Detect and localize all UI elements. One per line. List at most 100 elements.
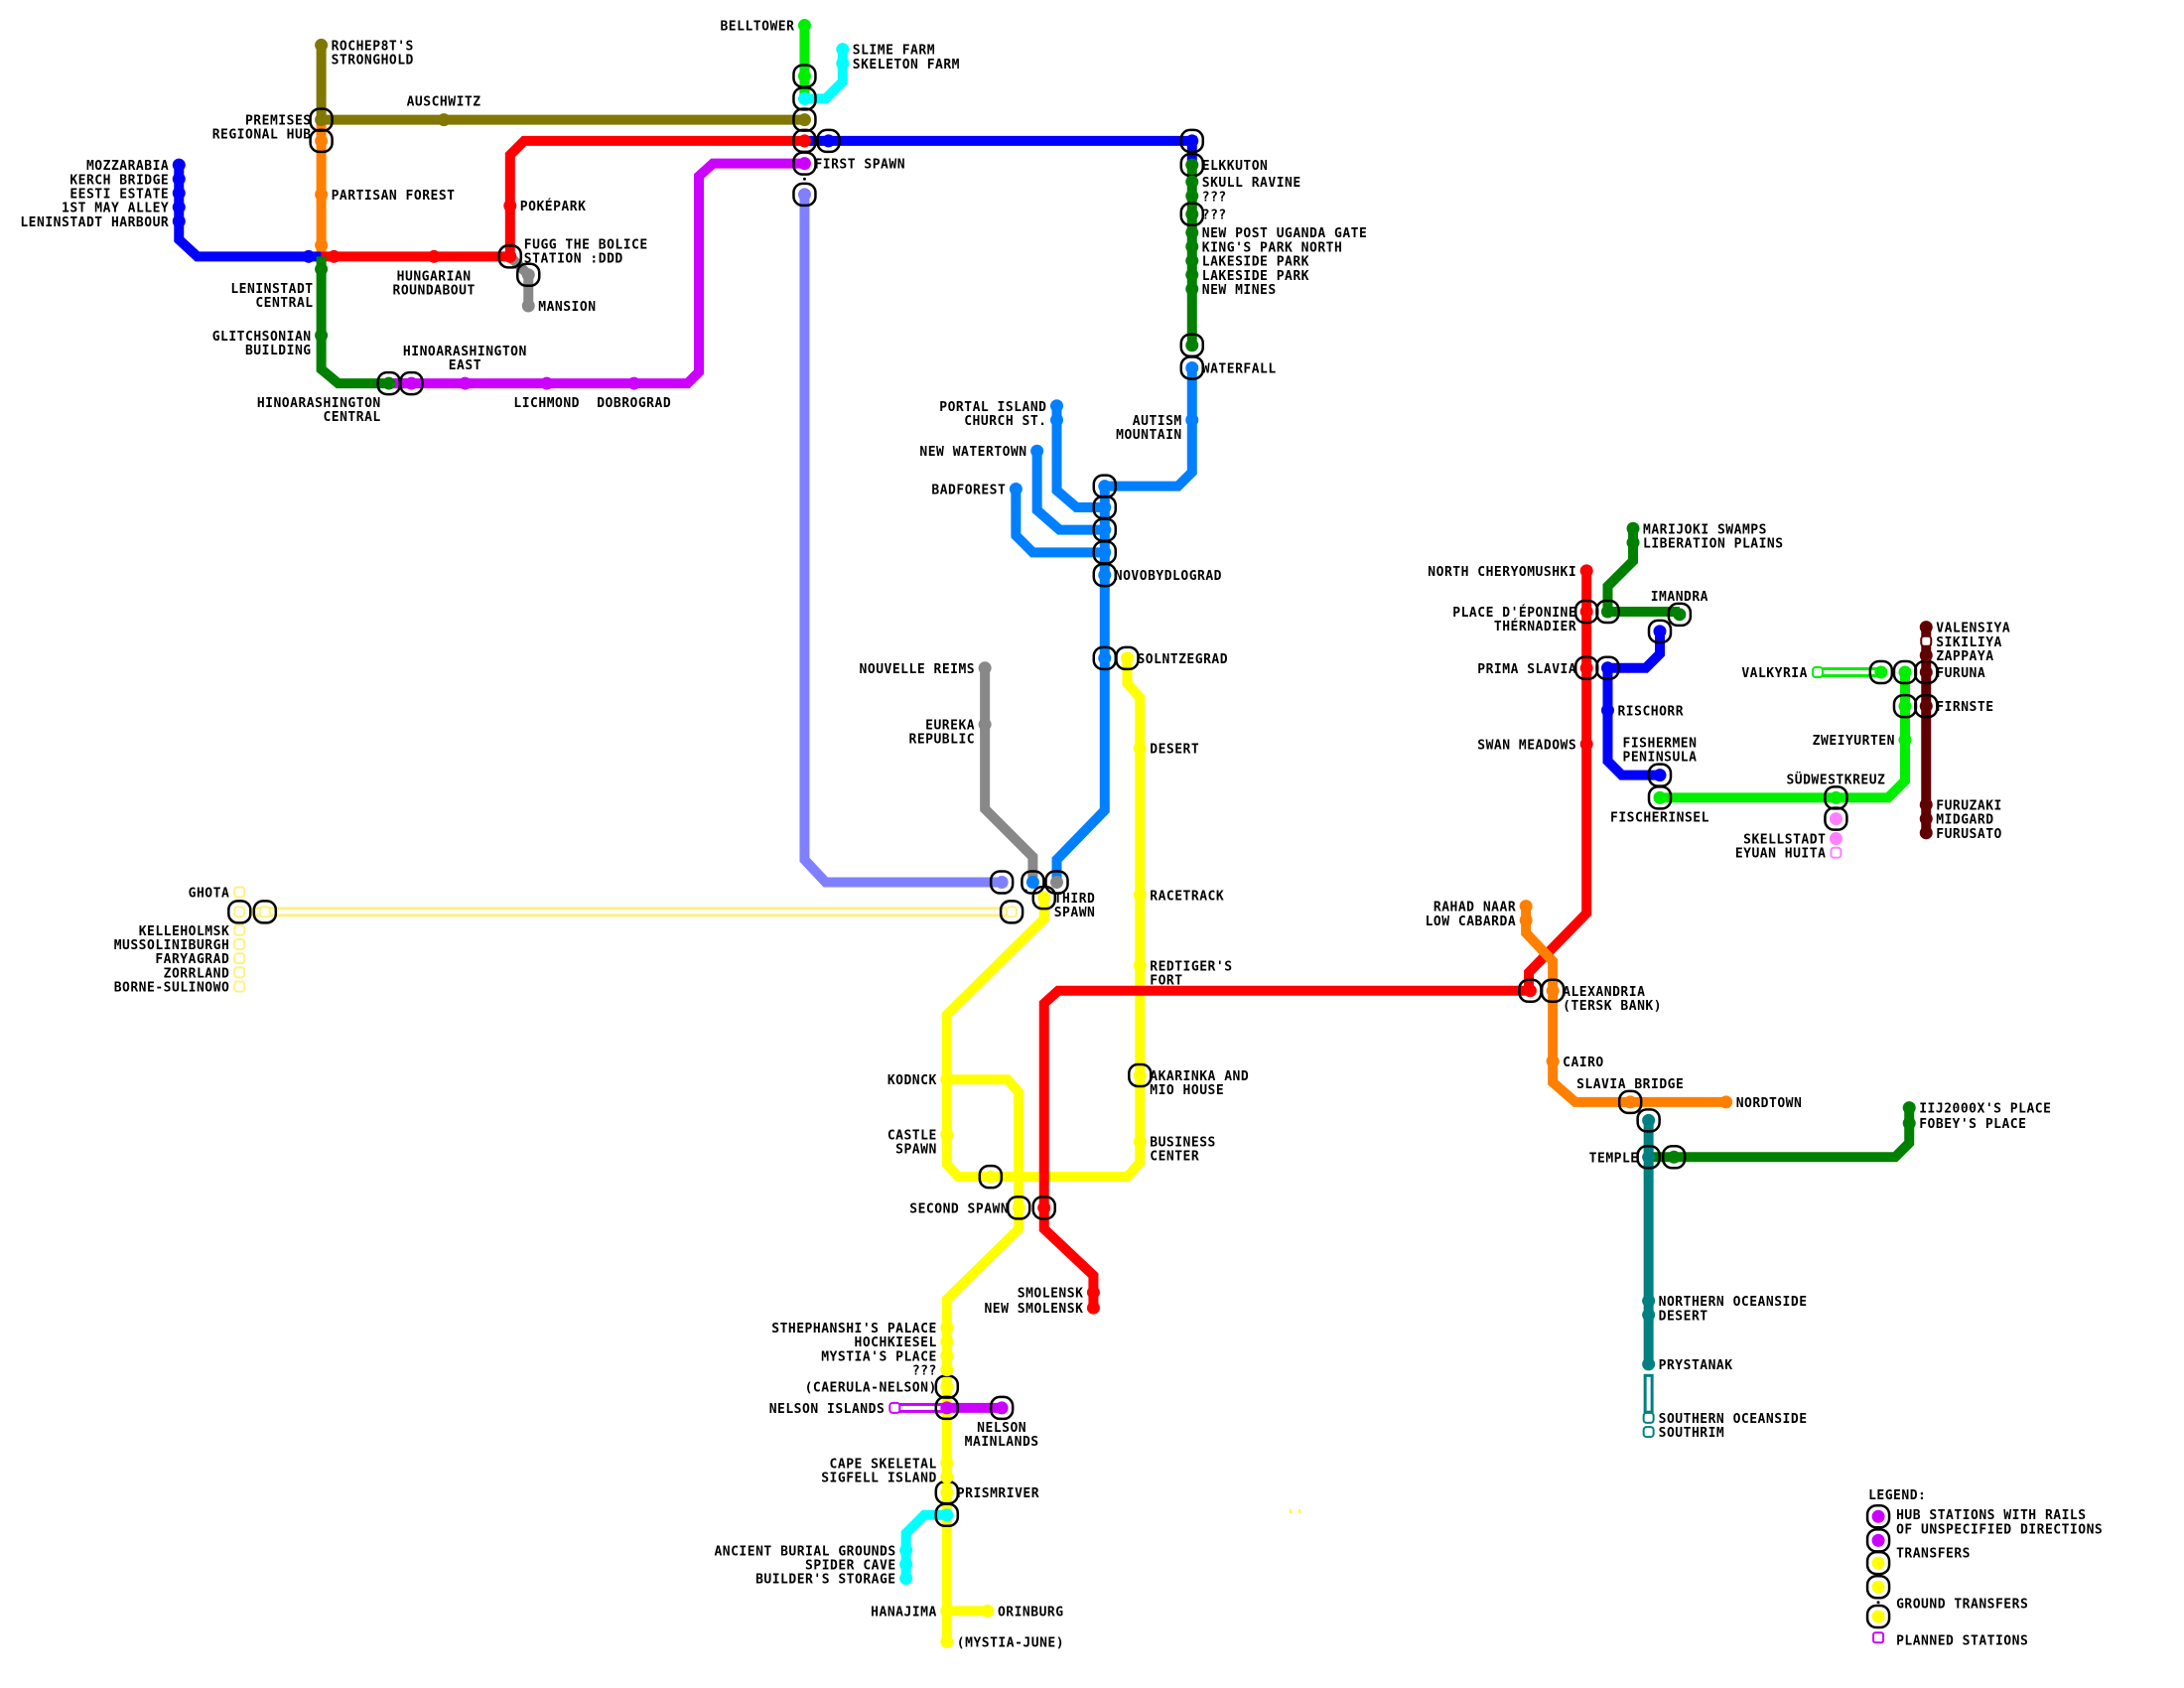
station-mayalley[interactable]	[172, 201, 186, 214]
station-castle1[interactable]	[940, 1128, 954, 1142]
station-stephanshi[interactable]	[940, 1321, 954, 1335]
station-fugg1[interactable]	[503, 249, 517, 263]
station-hochkiesel[interactable]	[940, 1335, 954, 1348]
station-newsmolensk[interactable]	[1086, 1301, 1100, 1315]
station-akarinka1[interactable]	[1133, 1068, 1147, 1082]
station-sudwest[interactable]	[1829, 790, 1843, 804]
station-desert[interactable]	[1133, 742, 1147, 756]
station-slavia[interactable]	[1623, 1095, 1637, 1109]
station-lakeside2[interactable]	[1185, 268, 1199, 282]
station-node[interactable]	[797, 113, 811, 127]
station-temple[interactable]	[1642, 1150, 1656, 1164]
station-solntze[interactable]	[1120, 651, 1134, 665]
station-fishermen1[interactable]	[1653, 769, 1667, 782]
station-third1[interactable]	[1037, 891, 1051, 905]
station-eesti[interactable]	[172, 186, 186, 200]
station-desert2[interactable]	[1642, 1308, 1656, 1322]
station-zappaya[interactable]	[1919, 648, 1933, 662]
station-zorrland-planned[interactable]	[233, 966, 246, 979]
station-hungarian1[interactable]	[427, 249, 441, 263]
station-kerch[interactable]	[172, 172, 186, 186]
station-belltower[interactable]	[797, 19, 811, 33]
station-rischorr[interactable]	[1600, 703, 1614, 717]
station-slime[interactable]	[836, 43, 850, 57]
station-firstspawn[interactable]	[797, 157, 811, 171]
station-dobrograd[interactable]	[627, 376, 641, 390]
station-node[interactable]	[1898, 699, 1912, 713]
station-valkyria-planned[interactable]	[1811, 666, 1824, 679]
station-node[interactable]	[1098, 651, 1112, 665]
station-second[interactable]	[1012, 1200, 1025, 1214]
station-node[interactable]	[1600, 661, 1614, 675]
station-node[interactable]	[1874, 665, 1888, 679]
station-node[interactable]	[940, 1508, 954, 1522]
station-pokepark[interactable]	[503, 199, 517, 212]
station-uganda[interactable]	[1185, 225, 1199, 239]
station-partisan[interactable]	[315, 188, 329, 202]
station-novo[interactable]	[1098, 568, 1112, 582]
station-node[interactable]	[1098, 523, 1112, 537]
station-ghota-planned[interactable]	[233, 886, 246, 899]
station-eyuan-planned[interactable]	[1830, 846, 1843, 859]
station-kodnck[interactable]	[940, 1072, 954, 1086]
station-node[interactable]	[1098, 545, 1112, 559]
station-node[interactable]	[315, 238, 329, 252]
station-autism1[interactable]	[1185, 413, 1199, 427]
station-furuzaki[interactable]	[1919, 797, 1933, 811]
station-elkkuton[interactable]	[1185, 158, 1199, 172]
station-northcher[interactable]	[1579, 564, 1593, 578]
station-node[interactable]	[302, 249, 316, 263]
station-node[interactable]	[404, 376, 418, 390]
station-node[interactable]	[1098, 480, 1112, 493]
station-swan[interactable]	[1579, 737, 1593, 751]
station-business1[interactable]	[1133, 1135, 1147, 1149]
station-zweiyurten[interactable]	[1898, 733, 1912, 747]
station-sigfell[interactable]	[940, 1470, 954, 1483]
station-skeleton[interactable]	[836, 57, 850, 70]
station-borne-planned[interactable]	[233, 980, 246, 993]
station-q1[interactable]	[1185, 189, 1199, 203]
station-node[interactable]	[1653, 625, 1667, 638]
station-prima[interactable]	[1579, 661, 1593, 675]
station-cairo[interactable]	[1546, 1055, 1560, 1068]
station-sikiliya-planned[interactable]	[1920, 634, 1933, 647]
station-church[interactable]	[1050, 413, 1064, 427]
station-glitch1[interactable]	[315, 329, 329, 343]
station-harbour[interactable]	[172, 214, 186, 228]
station-kingspark[interactable]	[1185, 239, 1199, 253]
station-node[interactable]	[327, 249, 341, 263]
station-node[interactable]	[797, 188, 811, 202]
station-kelleholmsk-planned[interactable]	[233, 923, 246, 936]
station-southocean-planned[interactable]	[1642, 1411, 1655, 1424]
station-hinoeast1[interactable]	[458, 376, 472, 390]
station-node[interactable]	[1037, 1200, 1051, 1214]
station-node[interactable]	[1050, 876, 1064, 890]
station-southrim-planned[interactable]	[1642, 1426, 1655, 1439]
station-lowcabarda[interactable]	[1519, 914, 1533, 927]
station-node[interactable]	[1642, 1113, 1656, 1127]
station-badforest[interactable]	[1009, 483, 1023, 496]
station-spider[interactable]	[899, 1557, 913, 1571]
station-mystiajune[interactable]	[940, 1635, 954, 1649]
station-ancient[interactable]	[899, 1543, 913, 1557]
station-node-planned[interactable]	[1006, 906, 1019, 918]
station-builders[interactable]	[899, 1572, 913, 1586]
station-lichmond[interactable]	[540, 376, 554, 390]
station-northocean[interactable]	[1642, 1294, 1656, 1308]
station-q2[interactable]	[1185, 208, 1199, 221]
station-imandra[interactable]	[1673, 608, 1687, 622]
station-q3[interactable]	[940, 1363, 954, 1377]
station-node[interactable]	[315, 134, 329, 148]
station-skellstadt[interactable]	[1829, 832, 1843, 846]
station-furuna[interactable]	[1919, 665, 1933, 679]
station-redtiger1[interactable]	[1133, 958, 1147, 972]
station-alex1[interactable]	[1546, 984, 1560, 998]
station-firnste[interactable]	[1919, 699, 1933, 713]
station-marijoki[interactable]	[1626, 521, 1640, 535]
station-iij[interactable]	[1902, 1101, 1916, 1115]
station-nelsonmain1[interactable]	[995, 1401, 1009, 1415]
station-racetrack[interactable]	[1133, 888, 1147, 902]
station-node[interactable]	[1898, 665, 1912, 679]
station-node[interactable]	[984, 1170, 998, 1184]
station-prismriver[interactable]	[940, 1485, 954, 1499]
